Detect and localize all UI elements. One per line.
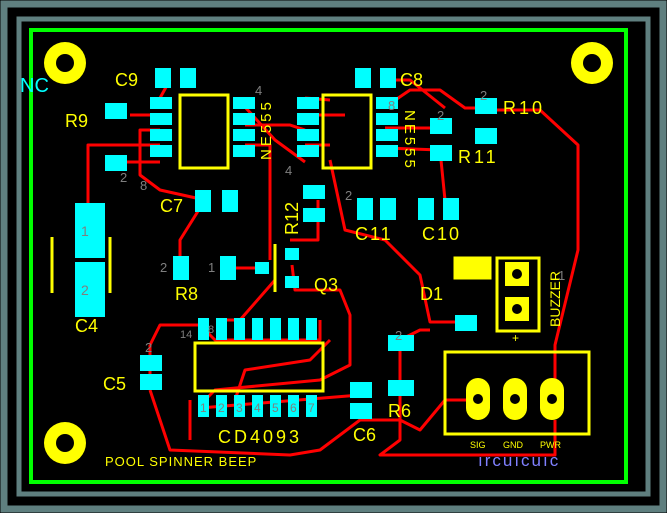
pin-ne-right-8: 8 [388,98,395,113]
label-c4: C4 [75,316,98,336]
label-c9: C9 [115,70,138,90]
connector-label-gnd: GND [503,440,524,450]
pin-c4-2: 2 [81,282,89,298]
label-c11: C11 [355,224,393,244]
pin-u-3: 3 [236,401,243,415]
pin-u-8: 8 [208,324,214,336]
label-c7: C7 [160,196,183,216]
ic-outlines [50,93,591,436]
pin-c11-2: 2 [345,188,352,203]
pin-ne-left-8: 8 [140,178,147,193]
corner-marker: NC [20,75,49,97]
label-r6: R6 [388,401,411,421]
pin-u-2: 2 [218,401,225,415]
label-buzzer: BUZZER [547,271,563,327]
label-r9: R9 [65,111,88,131]
pin-buzzer-1: 1 [558,268,565,283]
pin-r10-2: 2 [480,88,487,103]
pin-r9-2: 2 [120,170,127,185]
pads [75,68,497,419]
label-r11: R11 [458,147,499,167]
connector-label-sig: SIG [470,440,486,450]
pin-r8-2: 2 [160,260,167,275]
pin-r8-1: 1 [208,260,215,275]
pin-c4-1: 1 [81,223,89,239]
label-ne555-right: NE555 [401,110,418,171]
label-q3: Q3 [314,275,338,295]
connector-pads [466,378,564,420]
connector-label-pwr: PWR [540,440,561,450]
bottom-silk-text: ırcuıcuıc [478,451,560,470]
label-c8: C8 [400,70,423,90]
inner-frame [16,16,651,497]
buzzer-plus: + [512,331,519,345]
label-d1: D1 [420,284,443,304]
pin-u-14: 14 [180,329,192,341]
label-c10: C10 [422,224,461,244]
label-r8: R8 [175,284,198,304]
pin-r11-2: 2 [437,108,444,123]
buzzer-pads [505,262,529,321]
label-c6: C6 [353,425,376,445]
pin-u-7: 7 [308,401,315,415]
pin-u-4: 4 [254,401,261,415]
label-c5: C5 [103,374,126,394]
board-outline [29,28,628,484]
pin-r6-2: 2 [395,328,402,343]
pin-u-1: 1 [200,401,207,415]
pin-c5-2: 2 [145,340,152,355]
label-cd4093: CD4093 [218,427,302,447]
label-r12: R12 [282,202,302,235]
label-r10: R10 [503,98,545,118]
pin-ne-left-4: 4 [255,83,262,98]
mounting-holes [44,42,613,464]
board-title: POOL SPINNER BEEP [105,454,257,469]
label-ne555-left: NE555 [258,99,275,160]
pin-ne-right-4: 4 [285,163,292,178]
pin-u-5: 5 [272,401,279,415]
pin-u-6: 6 [290,401,297,415]
